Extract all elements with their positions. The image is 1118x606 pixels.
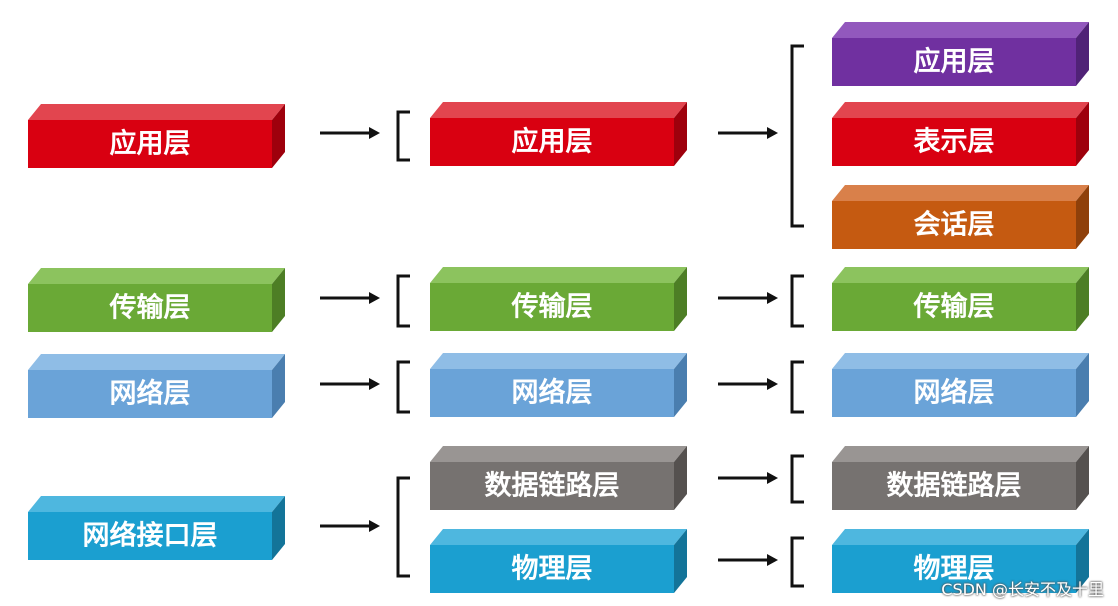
layer-label: 应用层 <box>914 46 995 78</box>
layer-label: 网络层 <box>512 377 593 409</box>
layer-label: 传输层 <box>511 291 593 323</box>
bracket-transport-2-icon <box>790 274 804 328</box>
layer-block-col2: 传输层 <box>430 267 687 331</box>
layer-block-col1: 网络层 <box>28 354 285 418</box>
layer-block-col1: 应用层 <box>28 104 285 168</box>
layer-block-col3: 表示层 <box>832 102 1089 166</box>
bracket-app-1-icon <box>396 110 410 162</box>
layer-label: 传输层 <box>913 291 995 323</box>
layer-block-col1: 网络接口层 <box>28 496 285 560</box>
bracket-app-2-icon <box>790 44 804 228</box>
layer-block-col3: 应用层 <box>832 22 1089 86</box>
layer-label: 传输层 <box>109 292 191 324</box>
arrow-datalink-2-icon <box>718 472 778 484</box>
layer-block-col3: 物理层 <box>832 529 1089 593</box>
bracket-physical-2-icon <box>790 536 804 588</box>
layer-block-col2: 网络层 <box>430 353 687 417</box>
arrow-transport-2-icon <box>718 292 778 304</box>
layer-label: 应用层 <box>512 126 593 158</box>
layer-block-col3: 网络层 <box>832 353 1089 417</box>
bracket-network-1-icon <box>396 360 410 414</box>
layer-label: 会话层 <box>914 210 995 241</box>
layer-label: 应用层 <box>110 128 191 160</box>
layer-block-col1: 传输层 <box>28 268 285 332</box>
arrow-netif-1-icon <box>320 520 380 532</box>
layer-label: 数据链路层 <box>887 470 1022 502</box>
layer-label: 数据链路层 <box>485 470 620 502</box>
layer-block-col2: 物理层 <box>430 529 687 593</box>
arrow-app-1-icon <box>320 127 380 139</box>
layer-label: 网络层 <box>914 377 995 409</box>
arrow-network-2-icon <box>718 378 778 390</box>
bracket-netif-1-icon <box>396 476 410 578</box>
csdn-watermark: CSDN @长安不及十里 <box>941 580 1104 599</box>
arrow-app-2-icon <box>718 127 778 139</box>
bracket-transport-1-icon <box>396 274 410 328</box>
bracket-datalink-2-icon <box>790 454 804 504</box>
layer-block-col3: 会话层 <box>832 185 1089 249</box>
layer-label: 表示层 <box>914 127 995 158</box>
bracket-network-2-icon <box>790 360 804 414</box>
arrow-transport-1-icon <box>320 292 380 304</box>
layer-block-col2: 应用层 <box>430 102 687 166</box>
arrow-network-1-icon <box>320 378 380 390</box>
layer-label: 网络层 <box>110 378 191 410</box>
layer-block-col3: 传输层 <box>832 267 1089 331</box>
layer-label: 物理层 <box>512 554 593 585</box>
layer-block-col2: 数据链路层 <box>430 446 687 510</box>
layer-label: 网络接口层 <box>83 520 218 552</box>
arrow-physical-2-icon <box>718 554 778 566</box>
layer-block-col3: 数据链路层 <box>832 446 1089 510</box>
layer-label: 物理层 <box>914 554 995 585</box>
